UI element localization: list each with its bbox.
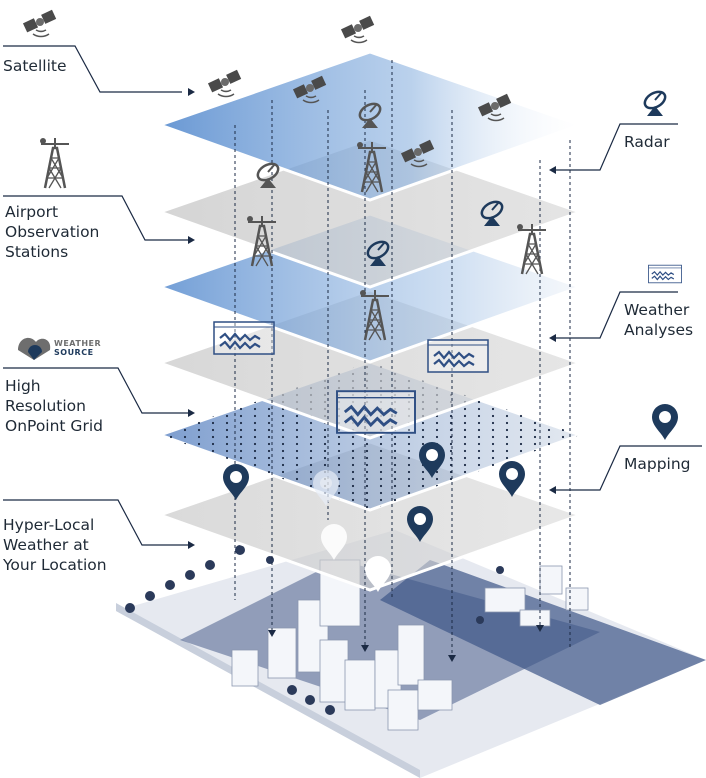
logo-text-weather: WEATHER bbox=[54, 339, 102, 348]
city-base bbox=[116, 530, 706, 778]
leader-arrows bbox=[188, 88, 556, 549]
label-radar: Radar bbox=[624, 133, 670, 151]
label-satellite: Satellite bbox=[3, 57, 67, 75]
weather-chart-icon bbox=[212, 320, 276, 356]
logo-text-source: SOURCE bbox=[54, 348, 94, 357]
weather-chart-icon bbox=[426, 338, 490, 374]
leader-lines bbox=[3, 45, 702, 546]
label-weather-analyses: Weather Analyses bbox=[624, 301, 694, 339]
label-hyper-local-weather: Hyper-Local Weather at Your Location bbox=[3, 516, 107, 574]
satellite-icon bbox=[22, 9, 57, 38]
drop-arrows bbox=[268, 625, 544, 662]
label-mapping: Mapping bbox=[624, 455, 691, 473]
observation-tower-icon bbox=[38, 136, 71, 190]
weather-chart-icon bbox=[647, 264, 683, 284]
satellite-icon bbox=[207, 69, 242, 98]
label-high-resolution-grid: High Resolution OnPoint Grid bbox=[5, 377, 103, 435]
weathersource-logo bbox=[18, 337, 51, 360]
radar-dish-icon bbox=[640, 87, 670, 118]
label-airport-observation-stations: Airport Observation Stations bbox=[5, 203, 100, 261]
weather-chart-icon bbox=[335, 389, 417, 435]
satellite-icon bbox=[340, 15, 375, 44]
map-pin-icon bbox=[652, 404, 678, 440]
